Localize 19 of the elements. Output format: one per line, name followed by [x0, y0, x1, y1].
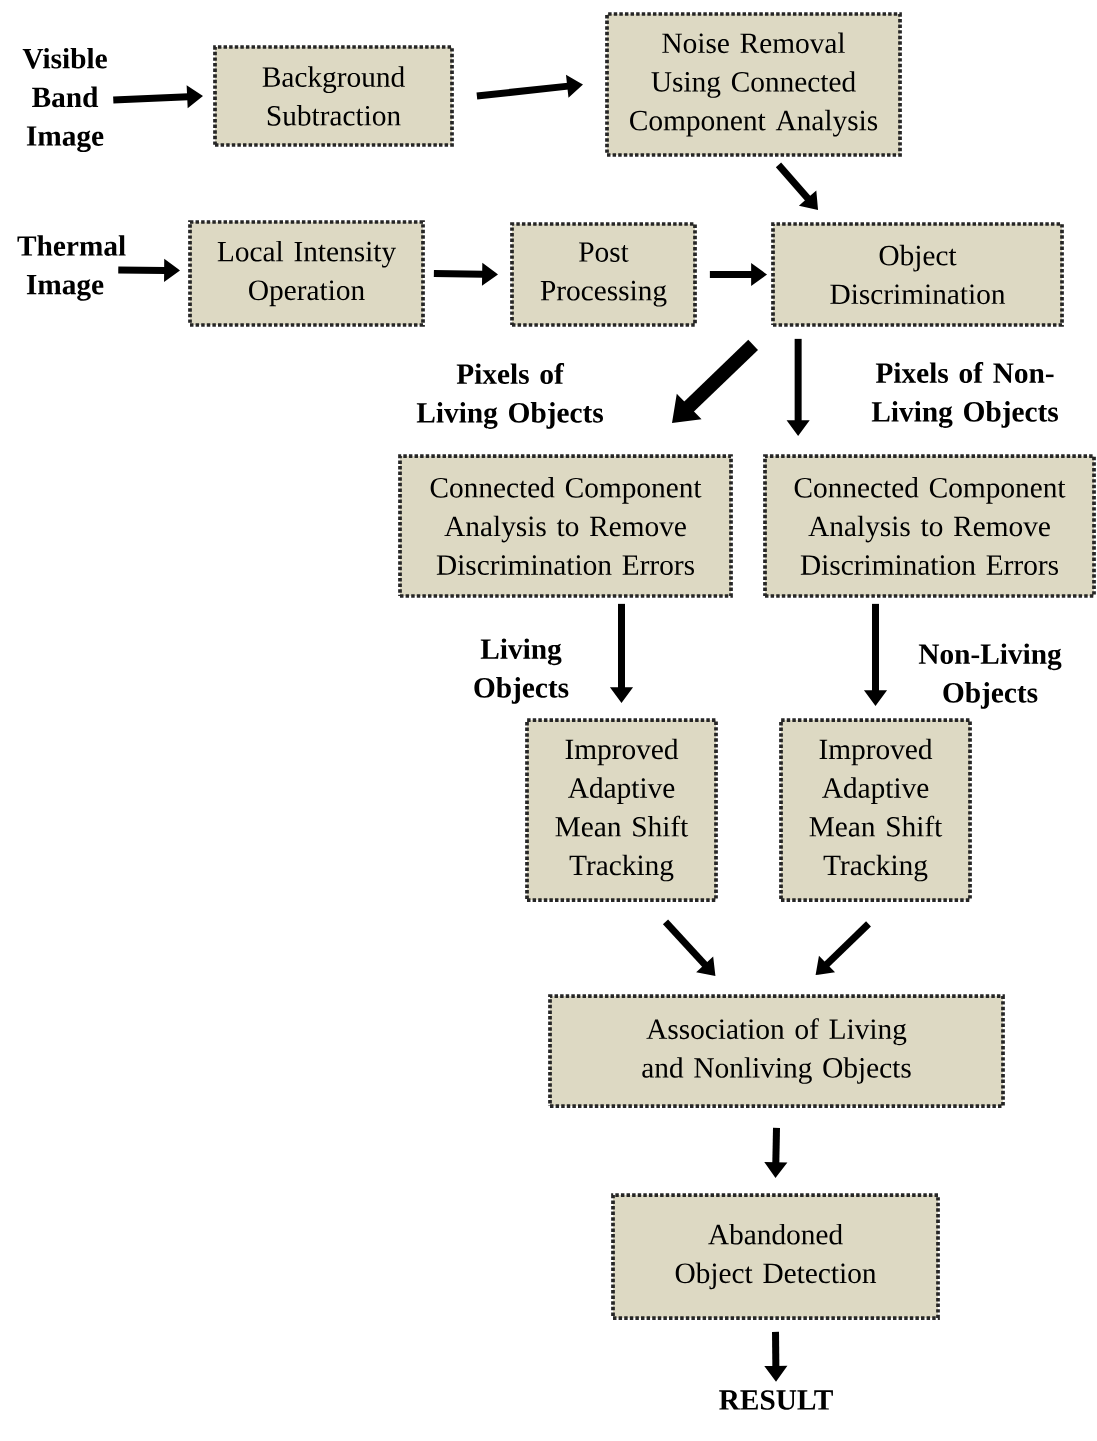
edge-label: Living Objects — [474, 638, 569, 704]
process-box: Association of Living and Nonliving Objects — [548, 994, 1005, 1108]
process-box: Object Discrimination — [771, 222, 1064, 327]
edge-label: Pixels of Living Objects — [416, 363, 603, 429]
process-box: Improved Adaptive Mean Shift Tracking — [525, 718, 718, 902]
bold-text: RESULT — [719, 1390, 833, 1410]
process-box: Noise Removal Using Connected Component Analysis — [605, 12, 902, 157]
process-box: Improved Adaptive Mean Shift Tracking — [779, 718, 972, 902]
bold-text: Thermal Image — [17, 235, 126, 301]
edge-label: Pixels of Non-Living Objects — [871, 362, 1058, 428]
process-box: Connected Component Analysis to Remove Discrimination Errors — [398, 454, 733, 598]
process-box: Post Processing — [510, 222, 697, 327]
process-box: Background Subtraction — [213, 45, 454, 147]
process-box: Connected Component Analysis to Remove Discrimination Errors — [763, 454, 1096, 598]
bold-text: Visible Band Image — [22, 47, 107, 153]
arrow — [672, 339, 758, 423]
process-box: Abandoned Object Detection — [611, 1193, 940, 1320]
process-box: Local Intensity Operation — [188, 220, 425, 327]
edge-label: Non-Living Objects — [918, 643, 1062, 709]
